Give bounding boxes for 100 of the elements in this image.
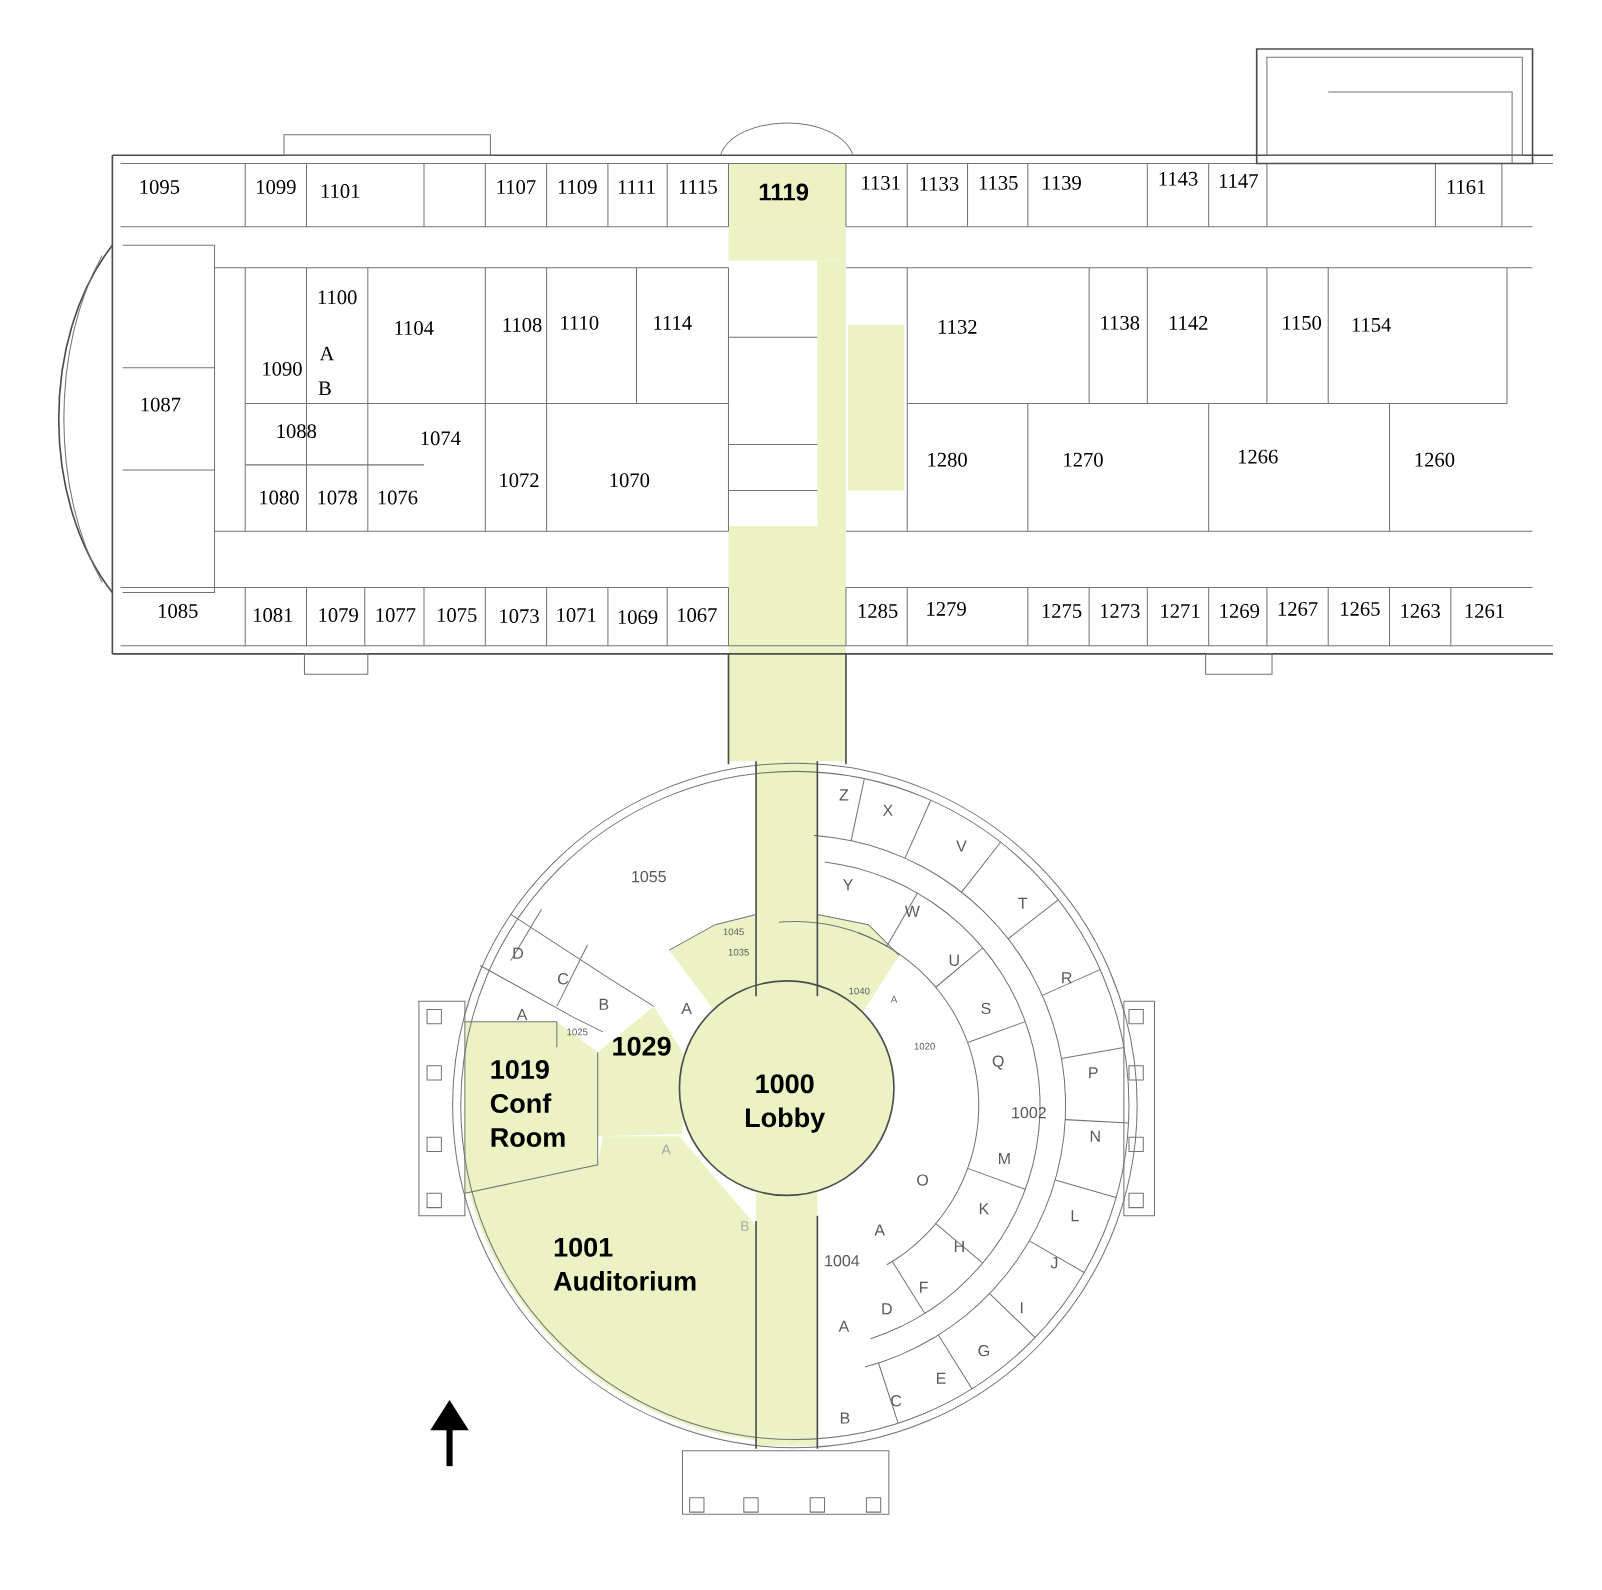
room-letter: K [979, 1203, 990, 1215]
room-letter: S [981, 1002, 991, 1015]
room-number: 1133 [920, 177, 959, 191]
room-number: 1045 [723, 928, 744, 936]
room-number: 1275 [1042, 604, 1082, 618]
room-number: 1150 [1283, 316, 1322, 330]
room-letter: 1002 [1012, 1107, 1046, 1119]
room-number: 1285 [858, 604, 898, 619]
room-number: 1147 [1219, 174, 1258, 188]
room-letter: Y [843, 879, 853, 891]
room-letter: A [681, 1003, 692, 1015]
room-number: 1266 [1238, 449, 1278, 464]
room-number: 1154 [1352, 318, 1391, 332]
room-letter: O [917, 1174, 929, 1186]
room-number: 1073 [500, 609, 539, 624]
room-letter: E [936, 1372, 946, 1384]
room-letter: T [1018, 897, 1028, 909]
room-number: B [318, 381, 331, 396]
room-number: 1279 [927, 602, 966, 616]
room-letter: A [874, 1224, 885, 1236]
room-number: A [890, 996, 898, 1003]
room-number: 1075 [437, 608, 477, 623]
room-number: 1161 [1447, 180, 1486, 194]
room-letter: U [949, 954, 959, 967]
room-number: 1260 [1415, 452, 1455, 467]
room-letter: D [513, 947, 523, 959]
room-number: 1139 [1043, 176, 1081, 190]
room-number: 1114 [654, 316, 692, 330]
room-number: 1080 [260, 490, 299, 505]
room-label: 1019 Conf Room [490, 1060, 565, 1148]
room-number: 1271 [1161, 604, 1200, 618]
room-number: 1111 [618, 180, 655, 194]
room-number: A [319, 346, 335, 361]
room-number: 1119 [759, 183, 809, 201]
room-number: 1108 [503, 318, 542, 332]
room-number: 1138 [1101, 316, 1140, 330]
room-number: 1074 [421, 431, 461, 446]
room-number: 1090 [263, 362, 302, 376]
room-letter: B [741, 1221, 749, 1231]
room-letter: L [1071, 1210, 1079, 1222]
room-letter: Q [992, 1055, 1004, 1070]
room-number: 1035 [728, 948, 749, 956]
room-number: 1076 [378, 490, 418, 505]
room-number: 1132 [938, 320, 977, 334]
room-number: 1131 [862, 176, 900, 190]
room-number: 1143 [1159, 172, 1198, 186]
room-letter: G [978, 1345, 989, 1357]
room-number: 1100 [318, 290, 357, 305]
room-number: 1072 [500, 473, 539, 488]
room-number: 1267 [1278, 602, 1318, 616]
room-number: 1081 [254, 608, 293, 623]
room-letter: M [999, 1153, 1010, 1165]
room-number: 1280 [928, 452, 967, 467]
room-number: 1115 [679, 180, 717, 194]
room-letter: H [954, 1241, 964, 1253]
room-letter: N [1090, 1130, 1100, 1142]
room-letter: I [1020, 1302, 1023, 1314]
room-letter: C [891, 1395, 902, 1407]
room-label: 1001 Auditorium [553, 1237, 696, 1291]
room-number: 1261 [1465, 604, 1504, 618]
room-letter: 1055 [632, 871, 666, 883]
room-number: 1263 [1401, 604, 1440, 618]
room-letter: Z [839, 789, 849, 801]
room-number: 1142 [1169, 316, 1208, 330]
room-letter: 1004 [825, 1255, 860, 1267]
room-letter: A [661, 1144, 671, 1155]
room-letter: B [599, 998, 609, 1010]
room-letter: P [1089, 1067, 1098, 1079]
room-number: 1079 [319, 608, 358, 623]
room-number: 1104 [395, 321, 434, 335]
room-number: 1077 [376, 608, 416, 623]
room-letter: C [558, 973, 569, 985]
room-label: 1000 Lobby [746, 1074, 825, 1133]
room-number: 1101 [321, 184, 360, 199]
room-letter: J [1050, 1257, 1058, 1269]
room-number: 1071 [557, 608, 596, 623]
room-letter: W [904, 906, 920, 917]
room-letter: A [516, 1009, 528, 1021]
room-letter: F [920, 1281, 928, 1293]
room-number: 1095 [140, 180, 180, 195]
room-letter: D [882, 1303, 892, 1315]
room-number: 1069 [618, 610, 658, 625]
room-number: 1269 [1220, 604, 1260, 618]
room-number: 1078 [318, 490, 357, 505]
room-letter: X [882, 804, 893, 816]
room-number: 1109 [558, 180, 597, 195]
room-number: 1040 [849, 987, 870, 995]
room-letter: R [1062, 972, 1072, 984]
room-number: 1070 [610, 473, 650, 488]
room-number: 1135 [979, 176, 1018, 190]
room-number: 1029 [613, 1036, 671, 1056]
room-number: 1270 [1064, 452, 1103, 467]
room-number: 1265 [1341, 602, 1380, 616]
room-number: 1273 [1101, 604, 1140, 618]
room-number: 1110 [561, 316, 599, 330]
room-number: 1088 [277, 424, 317, 439]
room-number: 1087 [141, 397, 181, 412]
room-letter: A [838, 1320, 850, 1332]
room-number: 1067 [678, 608, 717, 623]
room-number: 1085 [159, 604, 198, 619]
